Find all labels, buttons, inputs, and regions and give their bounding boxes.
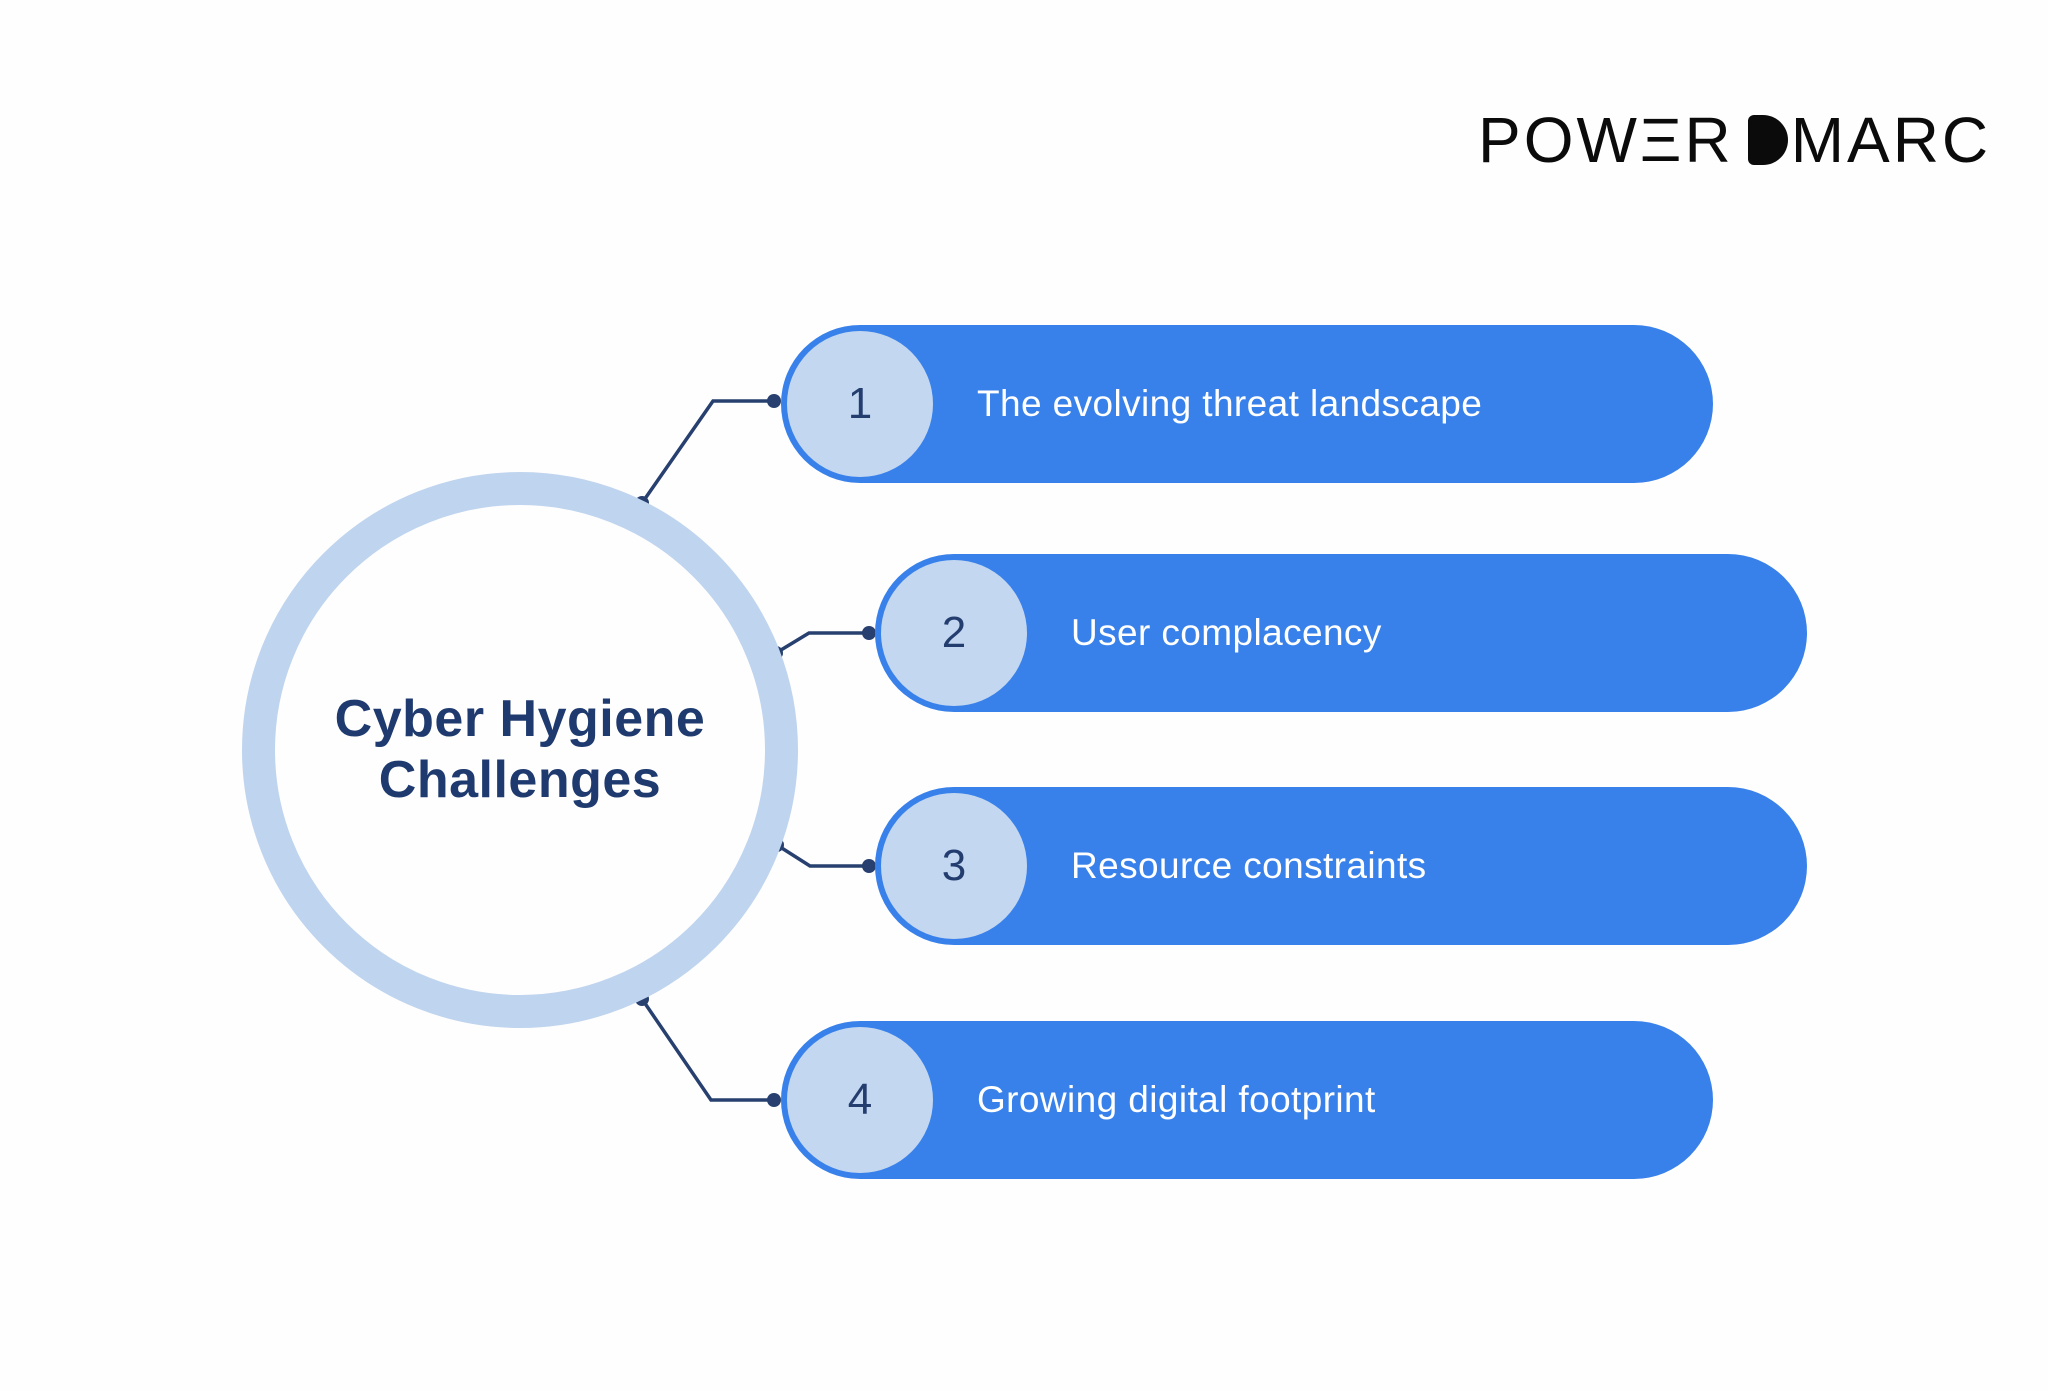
connector-dot-4-end bbox=[767, 1093, 781, 1107]
logo-text-r: R bbox=[1684, 104, 1734, 176]
central-topic-title-line2: Challenges bbox=[378, 751, 662, 809]
challenge-item-1: 1 The evolving threat landscape bbox=[781, 325, 1713, 483]
logo-text-pow: POW bbox=[1478, 104, 1640, 176]
central-topic-circle: Cyber Hygiene Challenges bbox=[242, 472, 798, 1028]
central-topic-title-line1: Cyber Hygiene bbox=[334, 690, 706, 749]
logo-text-marc: MARC bbox=[1790, 104, 1992, 176]
item-number-badge-1: 1 bbox=[787, 331, 933, 477]
connector-line-4 bbox=[640, 998, 774, 1102]
logo-solid-d-icon: D bbox=[1747, 115, 1788, 165]
connector-line-2 bbox=[775, 631, 869, 655]
logo-stylized-e: Ξ bbox=[1639, 105, 1685, 175]
challenge-item-2: 2 User complacency bbox=[875, 554, 1807, 712]
connector-line-1 bbox=[640, 399, 774, 504]
item-number-badge-4: 4 bbox=[787, 1027, 933, 1173]
connector-dot-3-end bbox=[862, 859, 876, 873]
challenge-item-3: 3 Resource constraints bbox=[875, 787, 1807, 945]
powerdmarc-logo: POWΞRDMARC bbox=[1478, 108, 1991, 172]
item-label-2: User complacency bbox=[1071, 612, 1382, 653]
connector-dot-2-end bbox=[862, 626, 876, 640]
item-number-badge-3: 3 bbox=[881, 793, 1027, 939]
item-label-4: Growing digital footprint bbox=[977, 1079, 1376, 1120]
item-number-badge-2: 2 bbox=[881, 560, 1027, 706]
connector-dot-1-end bbox=[767, 394, 781, 408]
item-label-3: Resource constraints bbox=[1071, 845, 1427, 886]
central-topic-title: Cyber Hygiene Challenges bbox=[335, 689, 706, 811]
challenge-item-4: 4 Growing digital footprint bbox=[781, 1021, 1713, 1179]
item-label-1: The evolving threat landscape bbox=[977, 383, 1483, 424]
connector-line-3 bbox=[776, 843, 869, 868]
